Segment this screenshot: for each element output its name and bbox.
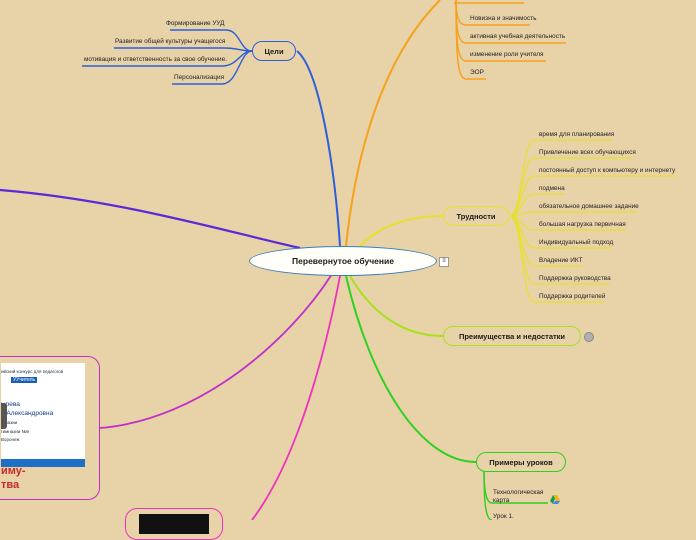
- card-title: иму-: [1, 465, 26, 477]
- certificate-stripe: [1, 459, 85, 467]
- branch-examples[interactable]: Примеры уроков: [476, 452, 566, 472]
- branch-goals[interactable]: Цели: [252, 41, 296, 61]
- difficulty-item[interactable]: большая нагрузка первичная: [539, 221, 626, 228]
- certificate-text: Воронеж: [1, 437, 20, 442]
- orange-item[interactable]: Новизна и значимость: [470, 15, 537, 22]
- certificate-text: ийский конкурс для педагогов: [1, 369, 64, 374]
- certificate-text: гимназии №9: [1, 429, 29, 434]
- goal-item[interactable]: мотивация и ответственность за свое обуч…: [84, 56, 227, 63]
- magenta-branch-node[interactable]: [125, 508, 223, 540]
- example-item[interactable]: Урок 1.: [493, 513, 514, 520]
- connector-lines: [0, 0, 676, 520]
- branch-pros-cons[interactable]: Преимущества и недостатки: [443, 326, 581, 346]
- image-card-node[interactable]: ийский конкурс для педагогов УУчитель ыр…: [0, 356, 100, 500]
- branch-pros-cons-label: Преимущества и недостатки: [458, 331, 566, 341]
- certificate-name: ырева: [1, 401, 20, 408]
- difficulty-item[interactable]: постоянный доступ к компьютеру и интерне…: [539, 167, 676, 174]
- goal-item[interactable]: Формирование УУД: [166, 20, 225, 27]
- branch-difficulties-label: Трудности: [456, 211, 496, 221]
- magenta-image-thumb: [139, 514, 209, 534]
- branch-goals-label: Цели: [264, 46, 284, 56]
- difficulty-item[interactable]: Индивидуальный подход: [539, 239, 614, 246]
- branch-difficulties[interactable]: Трудности: [443, 206, 509, 226]
- google-drive-icon[interactable]: [550, 491, 560, 504]
- orange-item[interactable]: изменение роли учителя: [470, 51, 544, 58]
- card-title: тва: [1, 479, 20, 491]
- central-topic[interactable]: Перевернутое обучение: [249, 246, 437, 276]
- link-icon[interactable]: [584, 332, 594, 342]
- branch-examples-label: Примеры уроков: [489, 457, 553, 467]
- central-topic-label: Перевернутое обучение: [292, 256, 394, 266]
- certificate-seal: [1, 403, 7, 429]
- difficulty-item[interactable]: время для планирования: [539, 131, 615, 138]
- certificate-badge: УУчитель: [11, 377, 38, 383]
- orange-item[interactable]: активная учебная деятельность: [470, 33, 566, 40]
- difficulty-item[interactable]: Поддержка руководства: [539, 275, 611, 282]
- difficulty-item[interactable]: Привлечение всех обучающихся: [539, 149, 636, 156]
- certificate-text: гиназии: [1, 420, 18, 425]
- certificate-name: о Александровна: [1, 410, 54, 417]
- difficulty-item[interactable]: Поддержка родителей: [539, 293, 606, 300]
- goal-item[interactable]: Развитие общей культуры учащегося: [115, 38, 226, 45]
- certificate-image: ийский конкурс для педагогов УУчитель ыр…: [1, 363, 85, 467]
- difficulty-item[interactable]: подмена: [539, 185, 565, 192]
- difficulty-item[interactable]: Владение ИКТ: [539, 257, 583, 264]
- goal-item[interactable]: Персонализация: [174, 74, 225, 81]
- notes-icon[interactable]: ≡: [439, 257, 449, 267]
- orange-item[interactable]: ЭОР: [470, 69, 484, 76]
- example-item[interactable]: Технологическая карта: [493, 489, 544, 504]
- difficulty-item[interactable]: обязательное домашнее задание: [539, 203, 639, 210]
